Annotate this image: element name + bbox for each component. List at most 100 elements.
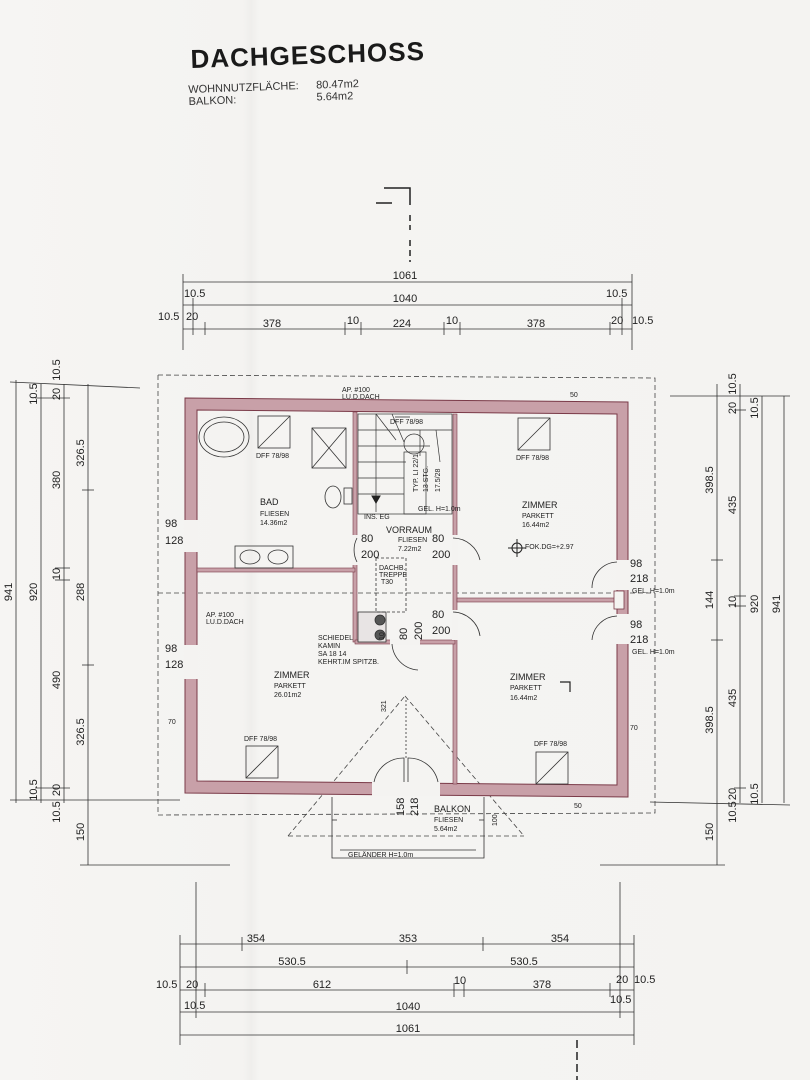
dim-bottom-seg3-2: 10 <box>454 975 466 987</box>
room-zimmer-se-floor: PARKETT <box>510 685 542 692</box>
window-ne-98: 98 <box>630 558 642 570</box>
dim-right-b-2: 398.5 <box>704 706 716 734</box>
room-zimmer-w-name: ZIMMER <box>274 670 310 680</box>
dim-top-seg-2: 10 <box>347 315 359 327</box>
room-zimmer-ne-floor: PARKETT <box>522 513 554 520</box>
dim-left-a-3: 10 <box>51 568 63 580</box>
skylight-label-se: DFF 78/98 <box>534 741 567 748</box>
room-zimmer-se-name: ZIMMER <box>510 672 546 682</box>
eave-dim-50-top: 50 <box>570 392 578 399</box>
window-ne-218: 218 <box>630 573 648 585</box>
dim-right-a-4: 435 <box>727 689 739 707</box>
room-vorraum-area: 7.22m2 <box>398 546 421 553</box>
room-balkon-floor: FLIESEN <box>434 817 463 824</box>
window-railing-label-2: GEL. H=1.0m <box>632 649 675 656</box>
room-bad: BAD FLIESEN 14.36m2 <box>260 497 289 527</box>
ins-eg-label: INS. EG <box>364 514 390 521</box>
door-se-80: 80 <box>432 609 444 621</box>
window-w-98: 98 <box>165 643 177 655</box>
room-zimmer-ne: ZIMMER PARKETT 16.44m2 <box>522 500 558 529</box>
room-vorraum-name: VORRAUM <box>386 525 432 535</box>
dim-right-a-3: 10 <box>727 596 739 608</box>
room-zimmer-w: ZIMMER PARKETT 26.01m2 <box>274 670 310 699</box>
door-vorraum-e-200: 200 <box>432 549 450 561</box>
dim-bottom-half-1: 530.5 <box>510 956 538 968</box>
chimney-label-4: KEHRT.IM SPITZB. <box>318 659 379 666</box>
dim-left-a-1: 20 <box>51 388 63 400</box>
dim-bottom-seg1-1: 353 <box>399 933 417 945</box>
dim-left-a-0: 10.5 <box>28 383 40 404</box>
floor-level-label: FOK.DG=+2.97 <box>525 544 574 551</box>
roof-ridge-321: 321 <box>381 700 388 712</box>
window-se-98: 98 <box>630 619 642 631</box>
room-balkon-area: 5.64m2 <box>434 826 457 833</box>
dim-bottom-seg3-1: 612 <box>313 979 331 991</box>
level-marker <box>508 539 526 557</box>
room-balkon: BALKON FLIESEN 5.64m2 <box>434 804 471 833</box>
door-s-80: 80 <box>398 628 410 640</box>
stair-type-label: TYP. LI 22/1 <box>413 454 420 492</box>
dim-right-a-1: 20 <box>727 402 739 414</box>
dim-left-bottom-edge: 10.5 <box>51 801 63 822</box>
dim-bottom-total: 1061 <box>396 1023 420 1035</box>
dim-bottom-row3-edge-left: 10.5 <box>156 979 177 991</box>
dim-right-b-1: 144 <box>704 591 716 609</box>
dim-bottom-seg1-0: 354 <box>247 933 265 945</box>
window-railing-label-1: GEL. H=1.0m <box>632 588 675 595</box>
door-vorraum-w-80: 80 <box>361 533 373 545</box>
skylights <box>245 415 569 785</box>
dim-top-row3-edge-left: 10.5 <box>158 311 179 323</box>
dim-right-top-edge: 10.5 <box>727 373 739 394</box>
dim-left-b-1: 288 <box>75 583 87 601</box>
room-zimmer-ne-name: ZIMMER <box>522 500 558 510</box>
window-bad-128: 128 <box>165 535 183 547</box>
dim-right-bottom-edge: 10.5 <box>727 801 739 822</box>
roof-vent-label-w: AP. #100 <box>206 612 234 619</box>
window-se-218: 218 <box>630 634 648 646</box>
balcony-door-158: 158 <box>395 798 407 816</box>
dim-top-seg-6: 20 <box>611 315 623 327</box>
dim-left-inner: 920 <box>28 583 40 601</box>
door-vorraum-w-200: 200 <box>361 549 379 561</box>
dim-left-b-0: 326.5 <box>75 439 87 467</box>
attic-stair-label-1: DACHB. <box>379 565 406 572</box>
dim-right-bottom: 150 <box>704 823 716 841</box>
section-marker <box>376 187 411 262</box>
dim-right-total: 941 <box>771 595 783 613</box>
skylight-label-ne: DFF 78/98 <box>516 455 549 462</box>
room-balkon-name: BALKON <box>434 804 471 814</box>
stair-steps-label: 13 STG. <box>423 466 430 492</box>
room-zimmer-w-floor: PARKETT <box>274 683 306 690</box>
attic-stair-label-2: TREPPE <box>379 572 407 579</box>
roof-vent-label-top: AP. #100 <box>342 387 370 394</box>
balcony-depth-100: 100 <box>492 814 499 826</box>
ins-eg-arrow <box>371 495 381 505</box>
staircase <box>357 413 453 515</box>
balcony <box>331 700 485 859</box>
dim-left-a-5: 20 <box>51 784 63 796</box>
room-zimmer-ne-area: 16.44m2 <box>522 522 549 529</box>
dimensions-right <box>600 384 791 866</box>
dim-left-a-2: 380 <box>51 471 63 489</box>
dim-top-edge-right: 10.5 <box>606 288 627 300</box>
bathroom-fixtures <box>198 416 353 569</box>
room-bad-name: BAD <box>260 497 279 507</box>
dimensions-bottom <box>179 882 635 1045</box>
dim-right-a-5: 20 <box>727 788 739 800</box>
dim-left-a-4: 490 <box>51 671 63 689</box>
dim-right-a-0: 10.5 <box>749 397 761 418</box>
window-w-128: 128 <box>165 659 183 671</box>
dim-top-seg-0: 20 <box>186 311 198 323</box>
roof-outline <box>157 374 656 837</box>
skylight-label-stair: DFF 78/98 <box>390 419 423 426</box>
dim-bottom-seg1-2: 354 <box>551 933 569 945</box>
chimney-offset-10: 10 <box>379 632 386 640</box>
room-bad-area: 14.36m2 <box>260 520 287 527</box>
attic-stair-label-3: T30 <box>381 579 393 586</box>
dim-top-seg-5: 378 <box>527 318 545 330</box>
roof-vent-sub-top: LU.D.DACH <box>342 394 380 401</box>
dim-top-seg-1: 378 <box>263 318 281 330</box>
dim-bottom-row3-edge-right: 10.5 <box>634 974 655 986</box>
stair-ratio-label: 17.5/28 <box>435 469 442 492</box>
